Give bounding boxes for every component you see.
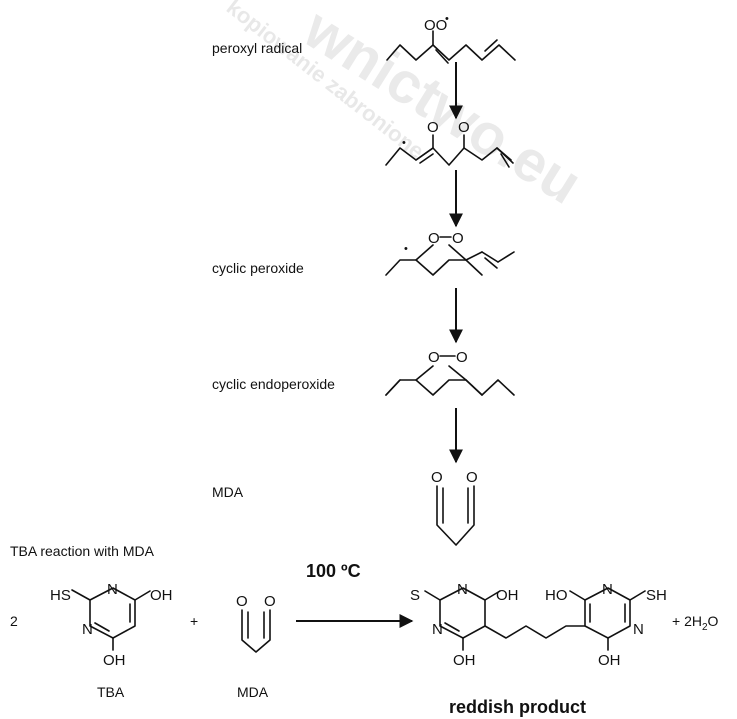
plus-water: + 2H2O bbox=[672, 613, 719, 633]
peroxyl-radical-dot: • bbox=[445, 13, 449, 25]
product-oh-bottom-left: OH bbox=[453, 652, 476, 669]
tba-name-label: TBA bbox=[97, 684, 125, 700]
product-structure: S N OH N OH HO N SH N OH bbox=[410, 581, 667, 669]
label-cyclic-endoperoxide: cyclic endoperoxide bbox=[212, 376, 335, 392]
endoperoxide-o-left: O bbox=[428, 349, 440, 366]
intermediate-o-right: O bbox=[458, 119, 470, 136]
water-subscript: 2 bbox=[702, 622, 708, 633]
label-mda: MDA bbox=[212, 484, 244, 500]
cyclic-peroxide-radical-dot: • bbox=[404, 243, 408, 255]
cyclic-peroxide-structure: O O • bbox=[385, 230, 515, 276]
product-s: S bbox=[410, 587, 420, 604]
cyclic-peroxide-o-right: O bbox=[452, 230, 464, 247]
product-oh-bottom-right: OH bbox=[598, 652, 621, 669]
product-ho-right: HO bbox=[545, 587, 568, 604]
label-cyclic-peroxide: cyclic peroxide bbox=[212, 260, 304, 276]
watermark: wnictwo.eu kopiowanie zabronione bbox=[222, 0, 593, 217]
intermediate-radical-dot: • bbox=[402, 137, 406, 149]
reaction-condition: 100 ºC bbox=[306, 561, 361, 581]
tba-hs: HS bbox=[50, 587, 71, 604]
tba-oh-bottom: OH bbox=[103, 652, 126, 669]
water-oxygen: O bbox=[708, 613, 719, 629]
mda-small-structure: O O bbox=[236, 593, 276, 653]
label-peroxyl-radical: peroxyl radical bbox=[212, 40, 302, 56]
peroxyl-radical-structure: OO • bbox=[386, 13, 516, 64]
cyclic-endoperoxide-structure: O O bbox=[385, 349, 515, 396]
product-sh: SH bbox=[646, 587, 667, 604]
mda-o-left: O bbox=[431, 469, 443, 486]
intermediate-o-left: O bbox=[427, 119, 439, 136]
plus-water-prefix: + 2H bbox=[672, 613, 702, 629]
endoperoxide-o-right: O bbox=[456, 349, 468, 366]
mda-small-o-left: O bbox=[236, 593, 248, 610]
mda-o-right: O bbox=[466, 469, 478, 486]
tba-oh-right: OH bbox=[150, 587, 173, 604]
product-n-top-right: N bbox=[602, 581, 613, 598]
product-n-bottom-right: N bbox=[633, 621, 644, 638]
product-n-top-left: N bbox=[457, 581, 468, 598]
tba-n-left: N bbox=[82, 621, 93, 638]
peroxyl-oo-text: OO bbox=[424, 17, 447, 34]
product-oh-left: OH bbox=[496, 587, 519, 604]
tba-reaction-heading: TBA reaction with MDA bbox=[10, 543, 155, 559]
intermediate-structure: O O • bbox=[385, 119, 514, 168]
mda-structure: O O bbox=[431, 469, 478, 546]
tba-structure: HS N OH N OH bbox=[50, 581, 173, 669]
product-name-label: reddish product bbox=[449, 697, 586, 717]
cyclic-peroxide-o-left: O bbox=[428, 230, 440, 247]
mda-small-o-right: O bbox=[264, 593, 276, 610]
product-n-bottom-left: N bbox=[432, 621, 443, 638]
tba-n-top: N bbox=[107, 581, 118, 598]
tba-coefficient: 2 bbox=[10, 613, 18, 629]
plus-sign-1: + bbox=[190, 613, 198, 629]
mda-name-label: MDA bbox=[237, 684, 269, 700]
